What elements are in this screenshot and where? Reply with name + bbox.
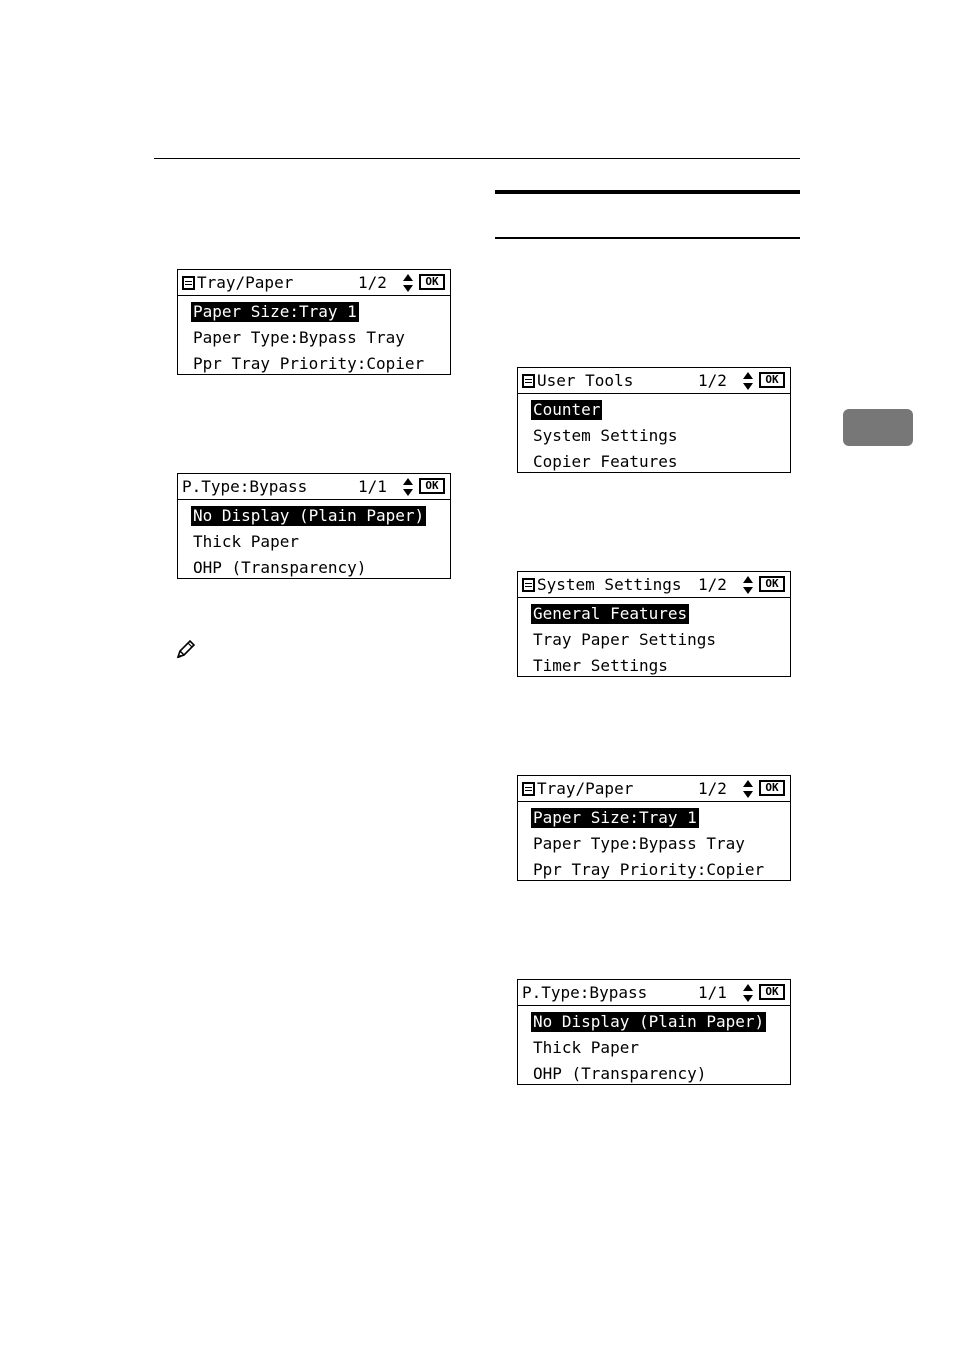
menu-item-selected[interactable]: Paper Size:Tray 1	[531, 808, 699, 828]
menu-item[interactable]: Thick Paper	[533, 1038, 639, 1057]
menu-item[interactable]: OHP (Transparency)	[193, 558, 367, 577]
up-down-arrow-icon[interactable]	[742, 572, 754, 603]
menu-item[interactable]: Paper Type:Bypass Tray	[193, 328, 405, 347]
panel-title: System Settings	[537, 575, 682, 594]
menu-item-selected[interactable]: Counter	[531, 400, 603, 420]
ok-button[interactable]: OK	[759, 372, 785, 388]
lcd-panel-tray-paper-right: Tray/Paper 1/2 OK Paper Size:Tray 1 Pape…	[517, 775, 791, 881]
menu-item[interactable]: OHP (Transparency)	[533, 1064, 707, 1083]
menu-item-selected[interactable]: No Display (Plain Paper)	[191, 506, 427, 526]
section-heading-rule-bottom	[495, 237, 800, 239]
pencil-note-icon	[176, 639, 196, 659]
panel-header: Tray/Paper 1/2 OK	[518, 776, 790, 802]
lcd-panel-user-tools: User Tools 1/2 OK Counter System Setting…	[517, 367, 791, 473]
panel-header: P.Type:Bypass 1/1 OK	[518, 980, 790, 1006]
page-header-rule	[154, 158, 800, 159]
panel-title: Tray/Paper	[537, 779, 634, 798]
page-indicator: 1/2	[698, 575, 727, 594]
ok-button[interactable]: OK	[419, 478, 445, 494]
chapter-tab-marker	[843, 409, 913, 446]
menu-item[interactable]: Ppr Tray Priority:Copier	[533, 860, 765, 879]
menu-item[interactable]: Paper Type:Bypass Tray	[533, 834, 745, 853]
menu-item-selected[interactable]: No Display (Plain Paper)	[531, 1012, 767, 1032]
up-down-arrow-icon[interactable]	[402, 270, 414, 301]
menu-item-selected[interactable]: Paper Size:Tray 1	[191, 302, 359, 322]
ok-button[interactable]: OK	[419, 274, 445, 290]
panel-title: P.Type:Bypass	[522, 983, 648, 1002]
menu-list-icon	[182, 276, 195, 290]
panel-title: P.Type:Bypass	[182, 477, 308, 496]
page-indicator: 1/1	[358, 477, 387, 496]
up-down-arrow-icon[interactable]	[402, 474, 414, 505]
menu-item[interactable]: Timer Settings	[533, 656, 668, 675]
page-indicator: 1/2	[358, 273, 387, 292]
lcd-panel-ptype-bypass-right: P.Type:Bypass 1/1 OK No Display (Plain P…	[517, 979, 791, 1085]
lcd-panel-ptype-bypass-left: P.Type:Bypass 1/1 OK No Display (Plain P…	[177, 473, 451, 579]
page-indicator: 1/2	[698, 371, 727, 390]
ok-button[interactable]: OK	[759, 984, 785, 1000]
lcd-panel-system-settings: System Settings 1/2 OK General Features …	[517, 571, 791, 677]
up-down-arrow-icon[interactable]	[742, 368, 754, 399]
menu-item-selected[interactable]: General Features	[531, 604, 690, 624]
panel-header: System Settings 1/2 OK	[518, 572, 790, 598]
up-down-arrow-icon[interactable]	[742, 776, 754, 807]
menu-list-icon	[522, 782, 535, 796]
section-heading-rule-top	[495, 190, 800, 194]
up-down-arrow-icon[interactable]	[742, 980, 754, 1011]
panel-title: Tray/Paper	[197, 273, 294, 292]
menu-list-icon	[522, 578, 535, 592]
menu-item[interactable]: System Settings	[533, 426, 678, 445]
page-indicator: 1/2	[698, 779, 727, 798]
ok-button[interactable]: OK	[759, 576, 785, 592]
menu-item[interactable]: Tray Paper Settings	[533, 630, 717, 649]
menu-item[interactable]: Copier Features	[533, 452, 678, 471]
panel-header: P.Type:Bypass 1/1 OK	[178, 474, 450, 500]
menu-item[interactable]: Thick Paper	[193, 532, 299, 551]
menu-item[interactable]: Ppr Tray Priority:Copier	[193, 354, 425, 373]
panel-header: User Tools 1/2 OK	[518, 368, 790, 394]
ok-button[interactable]: OK	[759, 780, 785, 796]
panel-title: User Tools	[537, 371, 634, 390]
panel-header: Tray/Paper 1/2 OK	[178, 270, 450, 296]
page-indicator: 1/1	[698, 983, 727, 1002]
lcd-panel-tray-paper-left: Tray/Paper 1/2 OK Paper Size:Tray 1 Pape…	[177, 269, 451, 375]
menu-list-icon	[522, 374, 535, 388]
